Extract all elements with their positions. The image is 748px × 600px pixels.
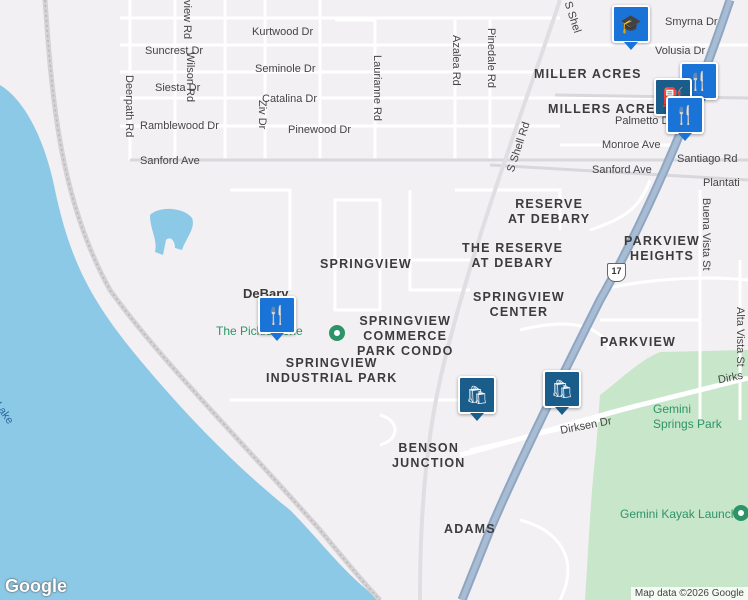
- lake-water: [0, 85, 380, 600]
- restaurant-marker-ne-2[interactable]: 🍴: [666, 96, 704, 141]
- road-label-azalea: Azalea Rd: [450, 35, 462, 86]
- place-millers-acres: MILLERS ACRES: [548, 102, 666, 116]
- road-label-laurianne: Laurianne Rd: [371, 55, 383, 122]
- shopping-bag-icon: 🛍: [465, 384, 489, 405]
- park-pin-icon[interactable]: [329, 325, 345, 341]
- road-label-kurtwood: Kurtwood Dr: [252, 26, 314, 38]
- place-parkview: PARKVIEW: [600, 335, 677, 349]
- shopping-marker-1[interactable]: 🛍: [458, 376, 496, 421]
- place-springview-industrial: SPRINGVIEW INDUSTRIAL PARK: [266, 356, 398, 385]
- railroad: [42, 0, 382, 600]
- road-label-volusia: Volusia Dr: [655, 45, 706, 57]
- road-label-view: view Rd: [181, 0, 193, 40]
- road-label-buenavista: Buena Vista St: [700, 198, 712, 271]
- road-label-pinedale: Pinedale Rd: [485, 28, 497, 88]
- place-parkview-heights: PARKVIEW HEIGHTS: [624, 234, 701, 263]
- road-label-siesta: Siesta Dr: [155, 82, 201, 94]
- restaurant-marker-debary[interactable]: 🍴: [258, 296, 296, 341]
- shopping-bag-icon: 🛍: [550, 378, 574, 399]
- road-label-catalina: Catalina Dr: [262, 93, 318, 105]
- road-label-sanford-west: Sanford Ave: [140, 155, 200, 167]
- school-icon: 🎓: [619, 13, 643, 34]
- restaurant-icon: 🍴: [673, 104, 697, 125]
- road-label-palmetto: Palmetto D: [615, 115, 670, 127]
- road-label-deerpath: Deerpath Rd: [123, 75, 135, 138]
- place-benson-junction: BENSON JUNCTION: [392, 441, 466, 470]
- place-springview: SPRINGVIEW: [320, 257, 412, 271]
- restaurant-icon: 🍴: [687, 70, 711, 91]
- road-label-seminole: Seminole Dr: [255, 63, 316, 75]
- road-label-santiago: Santiago Rd: [677, 153, 738, 165]
- poi-gemini-kayak-label[interactable]: Gemini Kayak Launch: [620, 507, 738, 521]
- place-reserve-debary: RESERVE AT DEBARY: [508, 197, 591, 226]
- shopping-marker-2[interactable]: 🛍: [543, 370, 581, 415]
- restaurant-icon: 🍴: [265, 304, 289, 325]
- road-label-smyrna: Smyrna Dr: [665, 16, 718, 28]
- road-label-wilson: Wilson Rd: [184, 52, 196, 103]
- place-springview-commerce: SPRINGVIEW COMMERCE PARK CONDO: [357, 314, 454, 358]
- us-17-shield: 17: [607, 263, 626, 282]
- school-marker[interactable]: 🎓: [612, 5, 650, 50]
- road-label-altavista: Alta Vista St: [734, 307, 746, 367]
- road-label-pinewood: Pinewood Dr: [288, 124, 351, 136]
- place-adams: ADAMS: [444, 522, 496, 536]
- road-label-suncrest: Suncrest Dr: [145, 45, 204, 57]
- map-attribution[interactable]: Map data ©2026 Google: [630, 587, 748, 600]
- park-pin-icon[interactable]: [733, 505, 748, 521]
- pond: [150, 208, 193, 255]
- road-label-monroe: Monroe Ave: [602, 139, 661, 151]
- place-miller-acres: MILLER ACRES: [534, 67, 642, 81]
- road-label-sanford-east: Sanford Ave: [592, 164, 652, 176]
- road-label-ziv: Ziv Dr: [256, 100, 268, 130]
- poi-gemini-springs-label[interactable]: Gemini Springs Park: [653, 402, 722, 431]
- road-label-ramblewood: Ramblewood Dr: [140, 120, 219, 132]
- place-the-reserve: THE RESERVE AT DEBARY: [462, 241, 564, 270]
- place-springview-center: SPRINGVIEW CENTER: [473, 290, 565, 319]
- google-logo[interactable]: Google: [5, 576, 67, 596]
- road-label-plantati: Plantati: [703, 177, 740, 189]
- gemini-springs-park-area: [585, 350, 748, 600]
